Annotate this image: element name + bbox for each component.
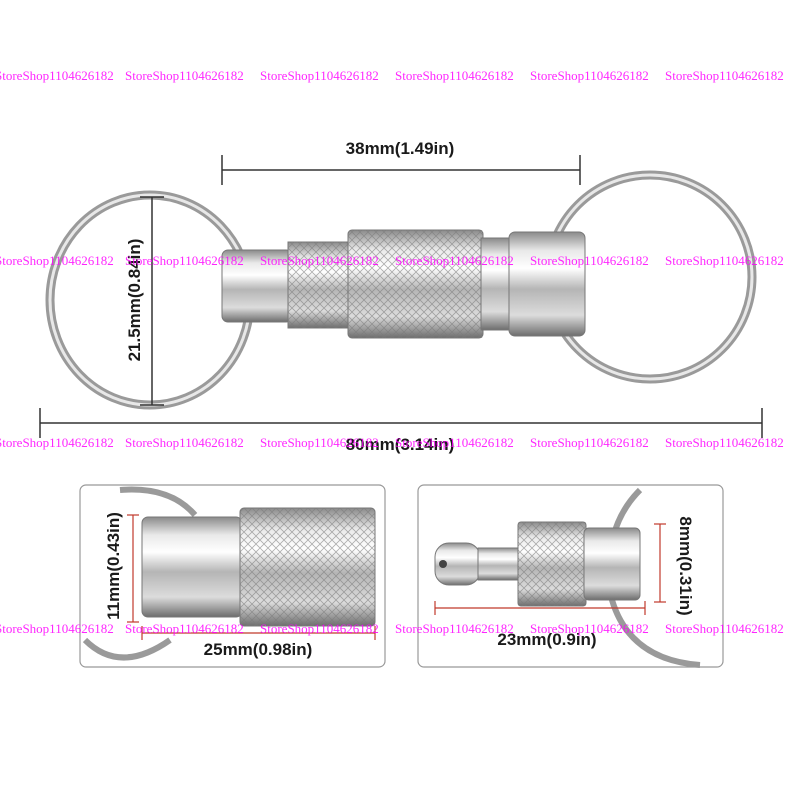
svg-text:StoreShop1104626182: StoreShop1104626182 bbox=[395, 253, 514, 268]
watermark-row-2: StoreShop1104626182 StoreShop1104626182 … bbox=[0, 253, 784, 268]
svg-text:StoreShop1104626182: StoreShop1104626182 bbox=[260, 68, 379, 83]
svg-text:StoreShop1104626182: StoreShop1104626182 bbox=[0, 253, 114, 268]
panel-left-ring-arc bbox=[119, 486, 198, 518]
svg-text:StoreShop1104626182: StoreShop1104626182 bbox=[665, 435, 784, 450]
keychain-main bbox=[45, 170, 757, 410]
label-male-length: 23mm(0.9in) bbox=[497, 630, 596, 649]
svg-text:StoreShop1104626182: StoreShop1104626182 bbox=[395, 68, 514, 83]
svg-text:StoreShop1104626182: StoreShop1104626182 bbox=[125, 435, 244, 450]
dim-total-length bbox=[39, 408, 763, 438]
svg-text:StoreShop1104626182: StoreShop1104626182 bbox=[530, 621, 649, 636]
svg-text:StoreShop1104626182: StoreShop1104626182 bbox=[530, 253, 649, 268]
svg-text:StoreShop1104626182: StoreShop1104626182 bbox=[665, 621, 784, 636]
panel-female-detail bbox=[79, 484, 386, 668]
svg-text:StoreShop1104626182: StoreShop1104626182 bbox=[0, 621, 114, 636]
watermark-row-4: StoreShop1104626182 StoreShop1104626182 … bbox=[0, 621, 784, 636]
ring-left-highlight bbox=[48, 193, 252, 407]
female-cap bbox=[141, 516, 243, 618]
svg-text:StoreShop1104626182: StoreShop1104626182 bbox=[665, 68, 784, 83]
label-male-diameter: 8mm(0.31in) bbox=[676, 516, 695, 615]
label-ring-diameter: 21.5mm(0.84in) bbox=[125, 239, 144, 362]
svg-text:StoreShop1104626182: StoreShop1104626182 bbox=[125, 621, 244, 636]
svg-text:StoreShop1104626182: StoreShop1104626182 bbox=[0, 68, 114, 83]
male-cap bbox=[583, 527, 641, 601]
watermark-row-1: StoreShop1104626182 StoreShop1104626182 … bbox=[0, 68, 784, 83]
label-total-length: 80mm(3.14in) bbox=[346, 435, 455, 454]
male-neck bbox=[477, 547, 521, 581]
svg-text:StoreShop1104626182: StoreShop1104626182 bbox=[260, 621, 379, 636]
label-body-length: 38mm(1.49in) bbox=[346, 139, 455, 158]
svg-text:StoreShop1104626182: StoreShop1104626182 bbox=[665, 253, 784, 268]
svg-text:StoreShop1104626182: StoreShop1104626182 bbox=[0, 435, 114, 450]
watermark-row-3: StoreShop1104626182 StoreShop1104626182 … bbox=[0, 435, 784, 450]
svg-text:StoreShop1104626182: StoreShop1104626182 bbox=[395, 435, 514, 450]
label-female-diameter: 11mm(0.43in) bbox=[104, 512, 123, 620]
svg-text:StoreShop1104626182: StoreShop1104626182 bbox=[530, 68, 649, 83]
svg-text:StoreShop1104626182: StoreShop1104626182 bbox=[395, 621, 514, 636]
svg-text:StoreShop1104626182: StoreShop1104626182 bbox=[125, 253, 244, 268]
dim-body-length bbox=[221, 155, 581, 185]
dim-ring-diameter bbox=[140, 196, 164, 406]
right-collar bbox=[480, 237, 512, 331]
svg-text:StoreShop1104626182: StoreShop1104626182 bbox=[260, 435, 379, 450]
svg-text:StoreShop1104626182: StoreShop1104626182 bbox=[530, 435, 649, 450]
right-cap bbox=[508, 231, 586, 337]
svg-text:StoreShop1104626182: StoreShop1104626182 bbox=[260, 253, 379, 268]
svg-text:StoreShop1104626182: StoreShop1104626182 bbox=[125, 68, 244, 83]
label-female-length: 25mm(0.98in) bbox=[204, 640, 313, 659]
panel-male-detail bbox=[417, 484, 724, 668]
